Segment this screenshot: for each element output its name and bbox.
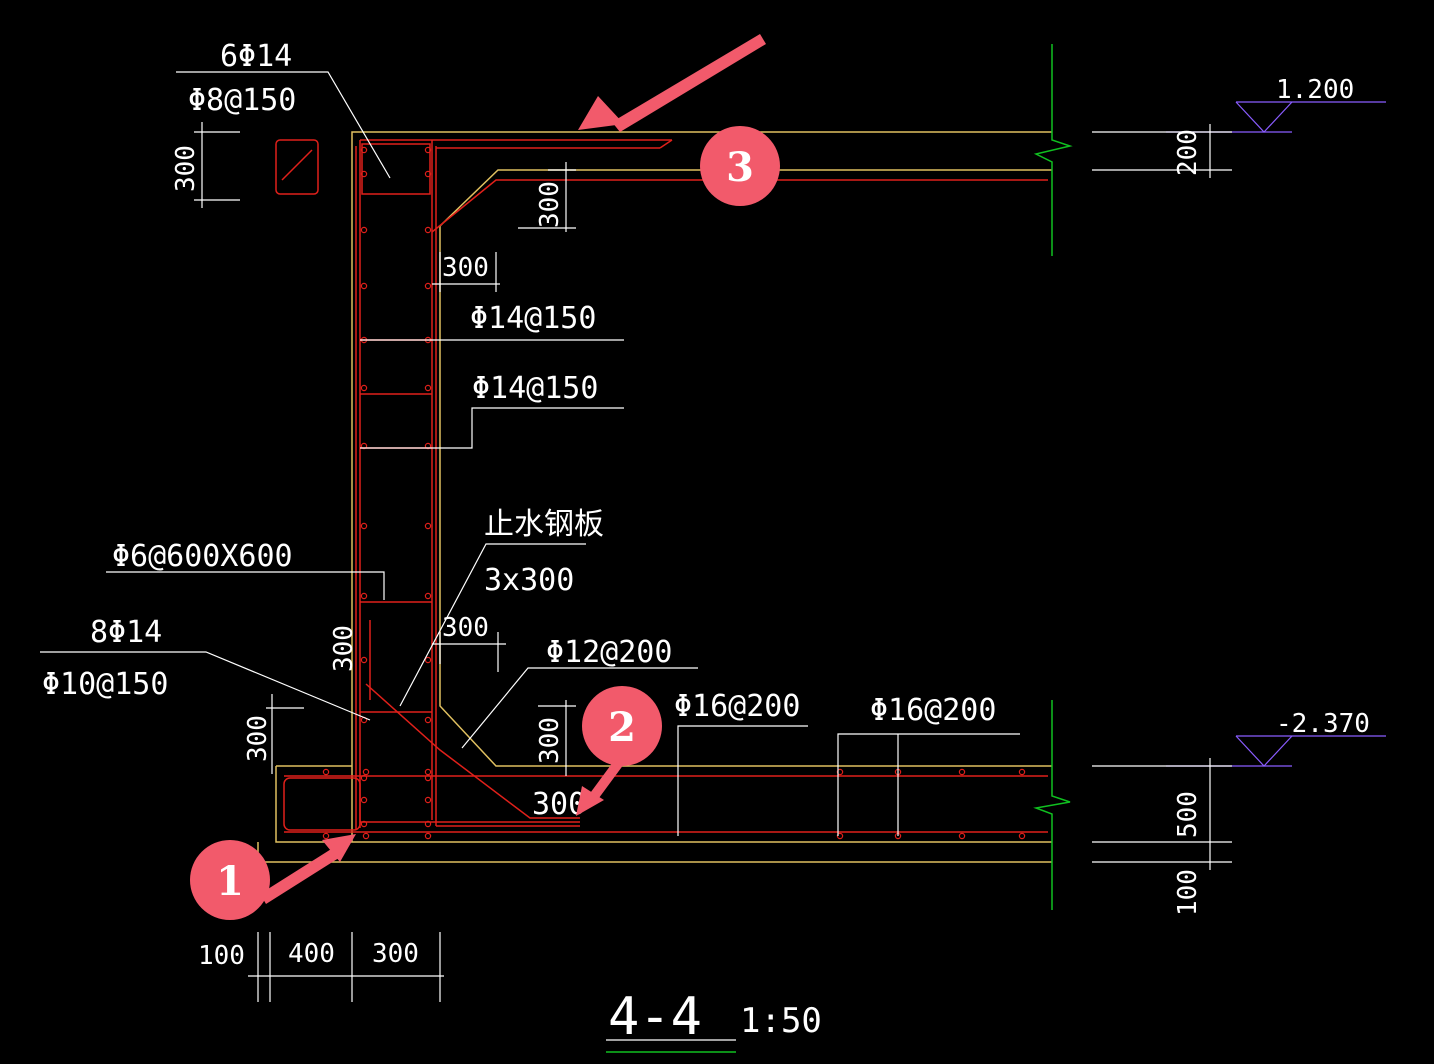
rebar-dot	[424, 774, 432, 782]
badge-1: 1	[190, 840, 270, 920]
tie-bar-label: Φ6@600X600	[112, 539, 293, 574]
rebar-dot	[958, 832, 966, 840]
slab-bar-label-1: Φ16@200	[674, 689, 800, 724]
dim-100-bottom: 100	[198, 941, 245, 971]
column-section	[275, 139, 319, 195]
break-lines	[606, 44, 1073, 1053]
top-stirrup-label: Φ8@150	[188, 83, 296, 118]
elevation-bottom: -2.370	[1276, 709, 1370, 739]
rebar-dot	[424, 832, 432, 840]
rebar-dot	[424, 796, 432, 804]
slab-bar-label-2: Φ16@200	[870, 693, 996, 728]
dim-400: 400	[288, 939, 335, 969]
rebar-dot	[424, 146, 432, 154]
rebar-dot	[424, 384, 432, 392]
rebar-dot	[360, 774, 368, 782]
dim-300-haunch-horiz: 300	[442, 253, 489, 283]
rebar-dot	[424, 226, 432, 234]
rebar-dot	[958, 768, 966, 776]
rebar-dot	[1018, 768, 1026, 776]
wall-bar-label-2: Φ14@150	[472, 371, 598, 406]
dim-300-haunch-bottom: 300	[535, 717, 565, 764]
elevation-top: 1.200	[1276, 75, 1354, 105]
section-scale: 1:50	[740, 1001, 822, 1041]
rebar-dot	[360, 820, 368, 828]
rebar-dot	[424, 716, 432, 724]
badge-3-label: 3	[726, 144, 754, 191]
bottom-bars-label: 8Φ14	[90, 615, 162, 650]
dim-300-footing-left: 300	[243, 715, 273, 762]
rebar-lines	[283, 139, 1048, 833]
badge-1-label: 1	[216, 858, 244, 905]
rebar-dot	[360, 656, 368, 664]
top-bars-label: 6Φ14	[220, 39, 292, 74]
rebar-dot	[360, 170, 368, 178]
rebar-dot	[360, 226, 368, 234]
waterstop-size: 3x300	[484, 563, 574, 598]
rebar-dot	[424, 282, 432, 290]
waterstop-name: 止水钢板	[484, 507, 604, 542]
badge-3: 3	[700, 126, 780, 206]
annotation-text: 6Φ14 Φ8@150 300 300 300 Φ14@150 Φ14@150 …	[42, 39, 1370, 1047]
callout-arrows	[260, 34, 766, 904]
rebar-dot	[424, 592, 432, 600]
rebar-dot	[360, 282, 368, 290]
rebar-dot	[360, 522, 368, 530]
dim-300-haunch-top: 300	[535, 181, 565, 228]
badge-2: 2	[582, 686, 662, 766]
rebar-dot	[424, 820, 432, 828]
dim-100-right: 100	[1173, 869, 1203, 916]
dim-300-wall-vert: 300	[329, 625, 359, 672]
dim-500: 500	[1173, 791, 1203, 838]
dim-300-bottom-horiz: 300	[532, 787, 586, 822]
rebar-dot	[424, 522, 432, 530]
haunch-bar-label: Φ12@200	[546, 635, 672, 670]
rebar-dot	[360, 796, 368, 804]
section-title: 4-4	[608, 987, 702, 1047]
rebar-dot	[322, 768, 330, 776]
rebar-dots	[322, 146, 1026, 840]
dim-300-left: 300	[171, 145, 201, 192]
rebar-dot	[360, 146, 368, 154]
rebar-dot	[362, 768, 370, 776]
rebar-dot	[322, 832, 330, 840]
rebar-dot	[360, 384, 368, 392]
rebar-dot	[424, 170, 432, 178]
elevation-markers	[1166, 101, 1386, 767]
dim-300-bottom: 300	[372, 939, 419, 969]
bottom-stirrup-label: Φ10@150	[42, 667, 168, 702]
rebar-dot	[360, 592, 368, 600]
concrete-outline	[257, 131, 1052, 863]
rebar-dot	[424, 768, 432, 776]
rebar-dot	[1018, 832, 1026, 840]
dimension-lines	[40, 71, 1232, 1041]
rebar-dot	[362, 832, 370, 840]
dim-300-lower-horiz: 300	[442, 613, 489, 643]
rebar-dot	[424, 656, 432, 664]
badge-2-label: 2	[608, 704, 636, 751]
dim-200: 200	[1173, 129, 1203, 176]
wall-bar-label-1: Φ14@150	[470, 301, 596, 336]
